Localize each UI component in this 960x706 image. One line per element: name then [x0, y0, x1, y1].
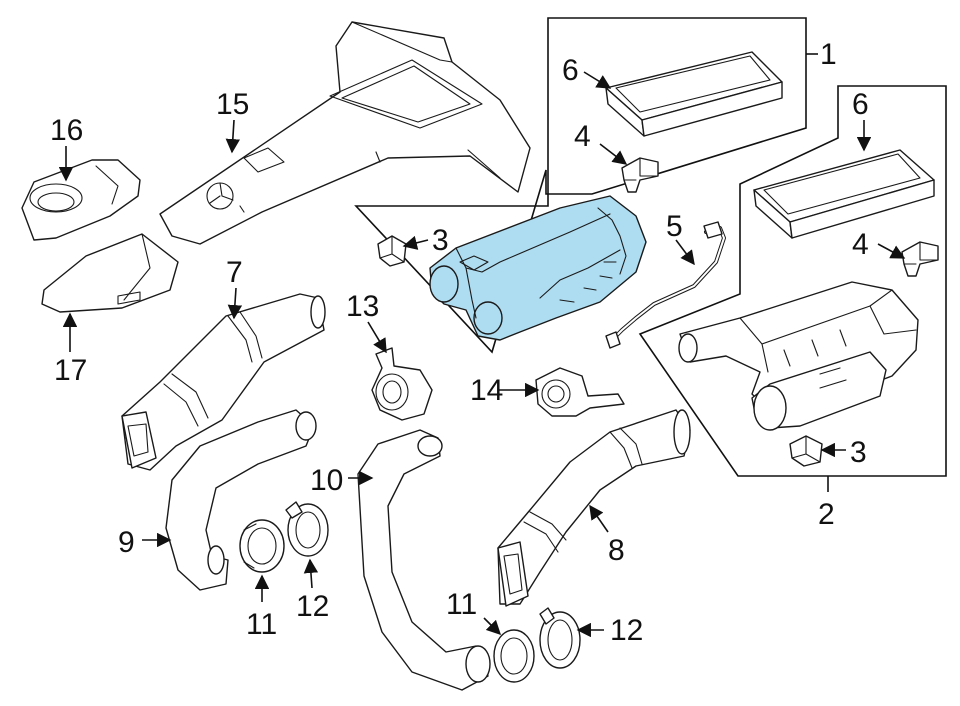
callout-11-left: 11: [246, 608, 277, 641]
assembly-frame-1: [354, 17, 807, 354]
clamp-part-12-left[interactable]: [285, 501, 329, 557]
clip-part-3-right[interactable]: [789, 435, 823, 467]
sensor-part-14[interactable]: [535, 367, 625, 417]
callout-8: 8: [608, 534, 625, 567]
clamp-part-11-right[interactable]: [493, 629, 535, 683]
air-cleaner-housing-part-1[interactable]: [429, 195, 647, 341]
intake-duct-part-8[interactable]: [497, 409, 691, 607]
leader-lines: [58, 71, 906, 638]
sensor-part-13[interactable]: [371, 347, 433, 421]
callout-3-top: 3: [432, 224, 449, 257]
intake-duct-part-7[interactable]: [121, 293, 326, 471]
cover-part-16[interactable]: [21, 159, 141, 241]
clamp-part-12-right[interactable]: [539, 607, 581, 669]
callout-14: 14: [470, 374, 503, 407]
sensor-part-4-top[interactable]: [621, 157, 659, 193]
hose-part-10[interactable]: [357, 429, 491, 691]
callout-12-right: 12: [610, 614, 643, 647]
air-cleaner-housing-part-2[interactable]: [678, 281, 919, 431]
engine-cover-part-15[interactable]: [159, 21, 531, 245]
callout-5: 5: [666, 210, 683, 243]
callout-1: 1: [820, 38, 837, 71]
callout-17: 17: [54, 354, 87, 387]
callout-11-right: 11: [446, 588, 477, 621]
callout-15: 15: [216, 88, 249, 121]
callout-13: 13: [346, 290, 379, 323]
hose-part-9[interactable]: [165, 409, 317, 591]
cover-part-17[interactable]: [41, 233, 179, 313]
callout-12-left: 12: [296, 590, 329, 623]
air-cleaner-outlet: [473, 301, 503, 335]
callout-6-right: 6: [852, 88, 869, 121]
callout-labels: 1 2 3 3 4 4 5 6 6 7 8 9 10 11 11 12 12 1…: [50, 38, 869, 647]
air-cleaner-inlet: [429, 265, 459, 303]
callout-7: 7: [226, 256, 243, 289]
clamp-part-11-left[interactable]: [239, 519, 285, 573]
callout-16: 16: [50, 114, 83, 147]
filter-element-part-6-right[interactable]: [753, 149, 935, 239]
callout-10: 10: [310, 464, 343, 497]
callout-4-top: 4: [574, 120, 591, 153]
filter-element-part-6-top[interactable]: [605, 51, 783, 137]
sensor-part-4-right[interactable]: [901, 241, 939, 277]
callout-2: 2: [818, 498, 835, 531]
assembly-frame-2: [638, 85, 947, 477]
callout-9: 9: [118, 526, 135, 559]
callout-4-right: 4: [852, 228, 869, 261]
air-cleaner-body: [429, 195, 647, 341]
callout-6-top: 6: [562, 54, 579, 87]
wire-harness-part-5[interactable]: [605, 221, 726, 349]
callout-3-right: 3: [850, 436, 867, 469]
clip-part-3-top[interactable]: [377, 235, 407, 267]
